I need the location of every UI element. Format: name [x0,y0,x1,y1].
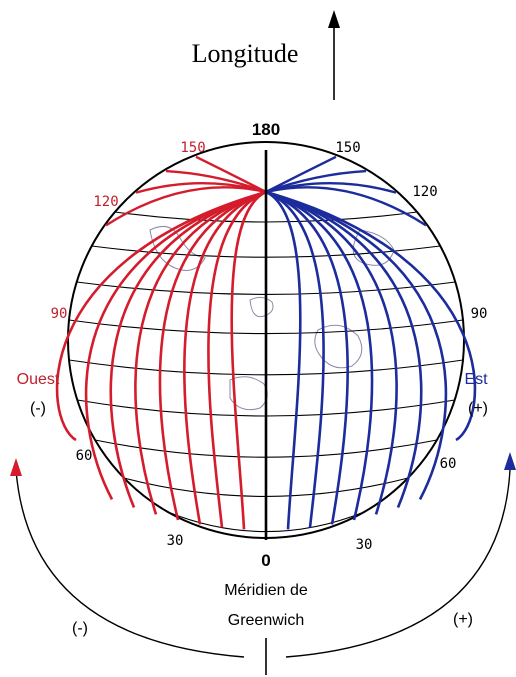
label-meridien-de: Méridien de [224,582,308,599]
east-meridian-line [265,190,325,528]
west-meridian-line [158,190,267,521]
east-meridians [265,155,477,530]
up-arrow-icon [328,10,340,100]
label-west-150: 150 [180,140,205,156]
title-longitude: Longitude [192,39,299,68]
label-plus-arc: (+) [453,611,473,628]
east-meridian-line [265,190,302,530]
west-meridian-line [105,186,267,227]
label-ouest-sign: (-) [30,400,46,417]
east-meridian-line [265,190,398,515]
label-ouest: Ouest [17,371,60,388]
east-meridian-line [265,190,349,525]
west-meridian-line [230,190,267,530]
west-direction-arc [10,458,245,658]
label-west-90: 90 [51,306,68,322]
east-meridian-line [265,190,448,500]
continent-outline [352,229,395,266]
west-meridian-line [109,190,267,508]
label-greenwich: Greenwich [228,612,304,629]
label-west-120: 120 [93,194,118,210]
east-direction-arc [285,452,516,658]
west-meridian-line [207,190,267,528]
label-0: 0 [261,551,270,570]
label-180: 180 [252,120,280,139]
label-east-120: 120 [412,184,437,200]
east-meridian-line [265,190,477,442]
west-meridian-line [84,190,267,500]
east-meridian-line [265,190,374,521]
west-meridian-line [134,190,267,515]
west-meridians [55,155,267,530]
label-est-sign: (+) [468,400,488,417]
globe [55,141,477,540]
continent-outline [249,296,274,318]
east-meridian-line [265,186,427,227]
label-east-30: 30 [356,537,373,553]
west-meridian-line [183,190,267,525]
west-meridian-line [55,190,267,442]
label-east-150: 150 [335,140,360,156]
label-est: Est [464,371,488,388]
label-west-30: 30 [167,533,184,549]
label-east-60: 60 [440,456,457,472]
label-west-60: 60 [76,448,93,464]
label-east-90: 90 [471,306,488,322]
east-meridian-line [265,190,423,508]
continent-outline [314,324,363,369]
label-minus-arc: (-) [72,620,88,637]
